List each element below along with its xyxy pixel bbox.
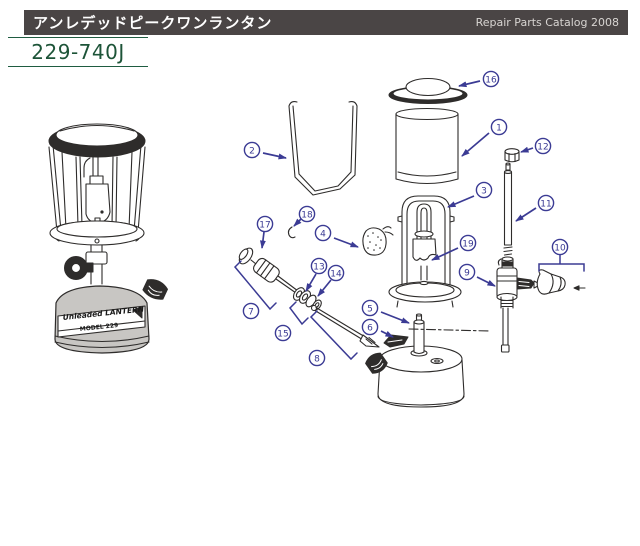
part-callout-18: 18 [293,205,316,227]
part-washers [298,290,322,311]
svg-text:15: 15 [277,329,288,339]
part-callout-19: 19 [431,234,477,261]
svg-text:19: 19 [462,239,474,249]
part-callout-6: 6 [361,318,394,338]
svg-text:8: 8 [314,354,320,364]
svg-text:18: 18 [301,210,313,220]
part-callout-4: 4 [314,224,359,248]
part-callout-15: 15 [274,301,309,342]
part-mantle [362,226,394,256]
assembled-lantern-illustration: Unleaded LANTERN MODEL 229 [48,123,169,354]
svg-text:2: 2 [249,146,255,156]
part-tank [365,345,465,408]
model-number: 229-740J [31,40,125,64]
svg-text:16: 16 [485,75,497,85]
part-callout-9: 9 [458,263,496,287]
header-bar: アンレデッドピークワンランタン Repair Parts Catalog 200… [24,10,628,35]
part-callout-14: 14 [317,264,345,297]
exploded-diagram [238,77,586,408]
svg-text:1: 1 [496,123,502,133]
part-callout-8: 8 [308,310,358,367]
svg-text:6: 6 [367,323,373,333]
part-lever [383,334,409,348]
part-hook [287,226,296,239]
part-pump-assembly [238,247,306,301]
part-frame [388,195,462,308]
part-pump-rod [310,304,380,348]
part-valve-knob [536,269,586,295]
model-number-box: 229-740J [8,37,148,67]
alignment-line [408,328,490,332]
svg-text:17: 17 [259,220,270,230]
svg-text:13: 13 [313,262,324,272]
part-callout-1: 1 [461,118,508,157]
part-ventilator [388,77,468,104]
svg-text:12: 12 [537,142,548,152]
part-check-valve [413,313,425,355]
part-callout-11: 11 [515,194,555,222]
part-callout-3: 3 [447,181,493,208]
svg-text:10: 10 [554,243,566,253]
page-title: アンレデッドピークワンランタン [33,14,273,32]
part-valve-assembly [496,256,542,353]
part-callout-10: 10 [538,238,585,272]
svg-text:5: 5 [367,304,373,314]
svg-text:9: 9 [464,268,470,278]
part-callout-5: 5 [361,299,410,324]
part-callout-2: 2 [243,141,287,160]
svg-text:11: 11 [540,199,551,209]
svg-text:14: 14 [330,269,342,279]
catalog-label: Repair Parts Catalog 2008 [475,16,619,29]
part-callout-16: 16 [458,70,500,88]
part-callout-12: 12 [520,137,552,155]
part-callout-7: 7 [233,260,277,320]
svg-text:3: 3 [481,186,487,196]
part-generator [497,162,513,268]
svg-text:4: 4 [320,229,326,239]
part-bail [288,100,358,196]
part-callout-13: 13 [305,257,328,292]
tank-label-model: MODEL 229 [79,322,118,333]
part-nut [504,148,520,163]
part-globe [395,107,459,185]
svg-text:7: 7 [248,307,254,317]
part-callout-17: 17 [256,215,274,249]
